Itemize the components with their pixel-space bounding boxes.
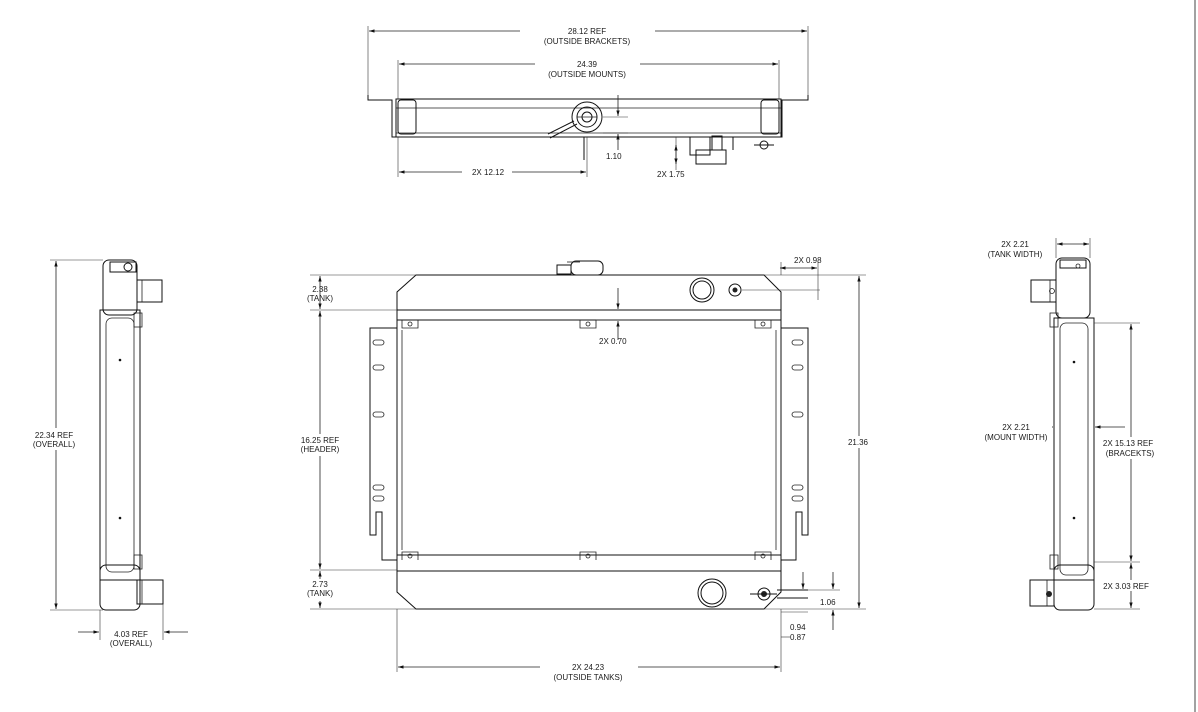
dim-outside-brackets-note: (OUTSIDE BRACKETS) bbox=[544, 37, 631, 46]
dim-cap-offset: 2X 12.12 bbox=[472, 168, 505, 177]
dim-bracket-bottom: 2X 3.03 REF bbox=[1103, 582, 1149, 591]
dim-left-overall-height-value: 22.34 REF bbox=[35, 431, 73, 440]
dim-header-value: 16.25 REF bbox=[301, 436, 339, 445]
dim-tank-bottom-value: 2.73 bbox=[312, 580, 328, 589]
dim-header-note: (HEADER) bbox=[301, 445, 340, 454]
dim-drain-height: 1.06 bbox=[820, 598, 836, 607]
top-view: 28.12 REF (OUTSIDE BRACKETS) 24.39 (OUTS… bbox=[367, 26, 809, 179]
dim-tank-top-note: (TANK) bbox=[307, 294, 333, 303]
dim-tank-top-value: 2.38 bbox=[312, 285, 328, 294]
dim-mount-width-note: (MOUNT WIDTH) bbox=[985, 433, 1048, 442]
dim-drain-offset-b: 0.87 bbox=[790, 633, 806, 642]
dim-outside-tanks-note: (OUTSIDE TANKS) bbox=[553, 673, 622, 682]
dim-outside-tanks-value: 2X 24.23 bbox=[572, 663, 605, 672]
dim-fitting-spacing: 2X 1.75 bbox=[657, 170, 685, 179]
dim-outside-mounts-note: (OUTSIDE MOUNTS) bbox=[548, 70, 626, 79]
right-side-view: 2X 2.21 (TANK WIDTH) 2X 2.21 (MOUNT WIDT… bbox=[980, 238, 1162, 611]
dim-cap-height: 1.10 bbox=[606, 152, 622, 161]
dim-drain-offset-a: 0.94 bbox=[790, 623, 806, 632]
dim-tank-bottom-note: (TANK) bbox=[307, 589, 333, 598]
dim-tank-width-note: (TANK WIDTH) bbox=[988, 250, 1043, 259]
dim-tank-width-value: 2X 2.21 bbox=[1001, 240, 1029, 249]
dim-left-overall-width-note: (OVERALL) bbox=[110, 639, 153, 648]
dim-mount-offset: 2X 0.70 bbox=[599, 337, 627, 346]
left-side-view: 22.34 REF (OVERALL) 4.03 REF (OVERALL) bbox=[28, 259, 188, 648]
dim-left-overall-height-note: (OVERALL) bbox=[33, 440, 76, 449]
dim-left-overall-width-value: 4.03 REF bbox=[114, 630, 148, 639]
dim-mount-width-value: 2X 2.21 bbox=[1002, 423, 1030, 432]
dim-brackets-value: 2X 15.13 REF bbox=[1103, 439, 1153, 448]
dim-fitting-offset: 2X 0.98 bbox=[794, 256, 822, 265]
front-view: 2.38 (TANK) 16.25 REF (HEADER) 2.73 (TAN… bbox=[292, 256, 874, 683]
dim-overall-height: 21.36 bbox=[848, 438, 869, 447]
dim-brackets-note: (BRACEKTS) bbox=[1106, 449, 1155, 458]
dim-outside-brackets-value: 28.12 REF bbox=[568, 27, 606, 36]
dim-outside-mounts-value: 24.39 bbox=[577, 60, 598, 69]
